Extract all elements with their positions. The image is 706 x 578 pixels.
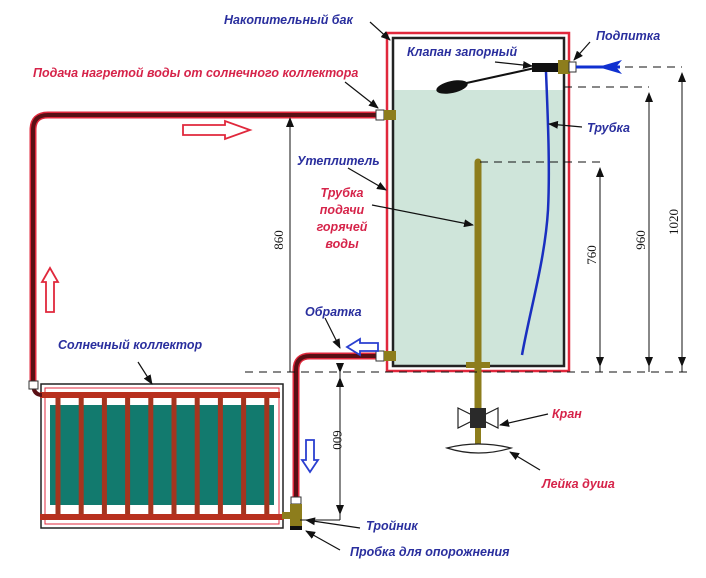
float-icon [436, 80, 468, 94]
valve-body [532, 63, 560, 72]
collector-riser-tube [264, 395, 270, 517]
dimension-lines [245, 66, 690, 521]
flow-arrow-up-icon [40, 266, 60, 313]
label-hot-pipe-3: горячей [317, 220, 368, 234]
solar-collector [28, 380, 284, 529]
label-solar-collector: Солнечный коллектор [58, 338, 202, 352]
label-storage-tank: Накопительный бак [224, 13, 353, 27]
label-shutoff-valve: Клапан запорный [407, 45, 517, 59]
label-hot-pipe-1: Трубка [321, 186, 364, 200]
collector-riser-tube [241, 395, 247, 517]
makeup-nut [568, 61, 577, 73]
collector-riser-tube [101, 395, 107, 517]
hot-supply-pipe [29, 109, 396, 383]
label-return: Обратка [305, 305, 362, 319]
tap-valve [457, 407, 499, 446]
label-shower-head: Лейка душа [541, 477, 615, 491]
dim-600: 600 [330, 430, 345, 450]
flow-arrow-right-icon [182, 119, 253, 141]
collector-riser-tube [78, 395, 84, 517]
drain-plug [290, 526, 302, 530]
leader-lines [137, 21, 591, 551]
makeup-arrow-icon [598, 60, 622, 74]
valve-lever [461, 67, 536, 85]
blue-tube [520, 71, 551, 356]
collector-tubes [55, 395, 270, 517]
label-hot-pipe-2: подачи [320, 203, 365, 217]
collector-riser-tube [148, 395, 154, 517]
makeup-line [576, 60, 622, 74]
collector-riser-tube [125, 395, 131, 517]
label-makeup: Подпитка [596, 29, 660, 43]
dim-860: 860 [271, 230, 286, 250]
shower-head-icon [444, 443, 514, 454]
collector-riser-tube [171, 395, 177, 517]
return-pipe [292, 350, 396, 500]
collector-riser-tube [217, 395, 223, 517]
label-tee: Тройник [366, 519, 418, 533]
dim-1020: 1020 [666, 209, 681, 235]
flow-arrow-left-icon [345, 337, 379, 357]
hot-water-tube [466, 158, 490, 422]
dim-760: 760 [584, 245, 599, 265]
label-tube: Трубка [587, 121, 630, 135]
dim-960: 960 [633, 230, 648, 250]
label-tap: Кран [552, 407, 582, 421]
tee-fitting [282, 496, 302, 530]
label-hot-pipe-4: воды [325, 237, 359, 251]
label-hot-water-supply: Подача нагретой воды от солнечного колле… [33, 66, 358, 80]
flow-arrow-down-icon [300, 439, 320, 474]
makeup-fitting [558, 60, 570, 74]
collector-riser-tube [55, 395, 61, 517]
collector-riser-tube [194, 395, 200, 517]
label-insulation: Утеплитель [297, 154, 380, 168]
label-drain-plug: Пробка для опорожнения [350, 545, 510, 559]
